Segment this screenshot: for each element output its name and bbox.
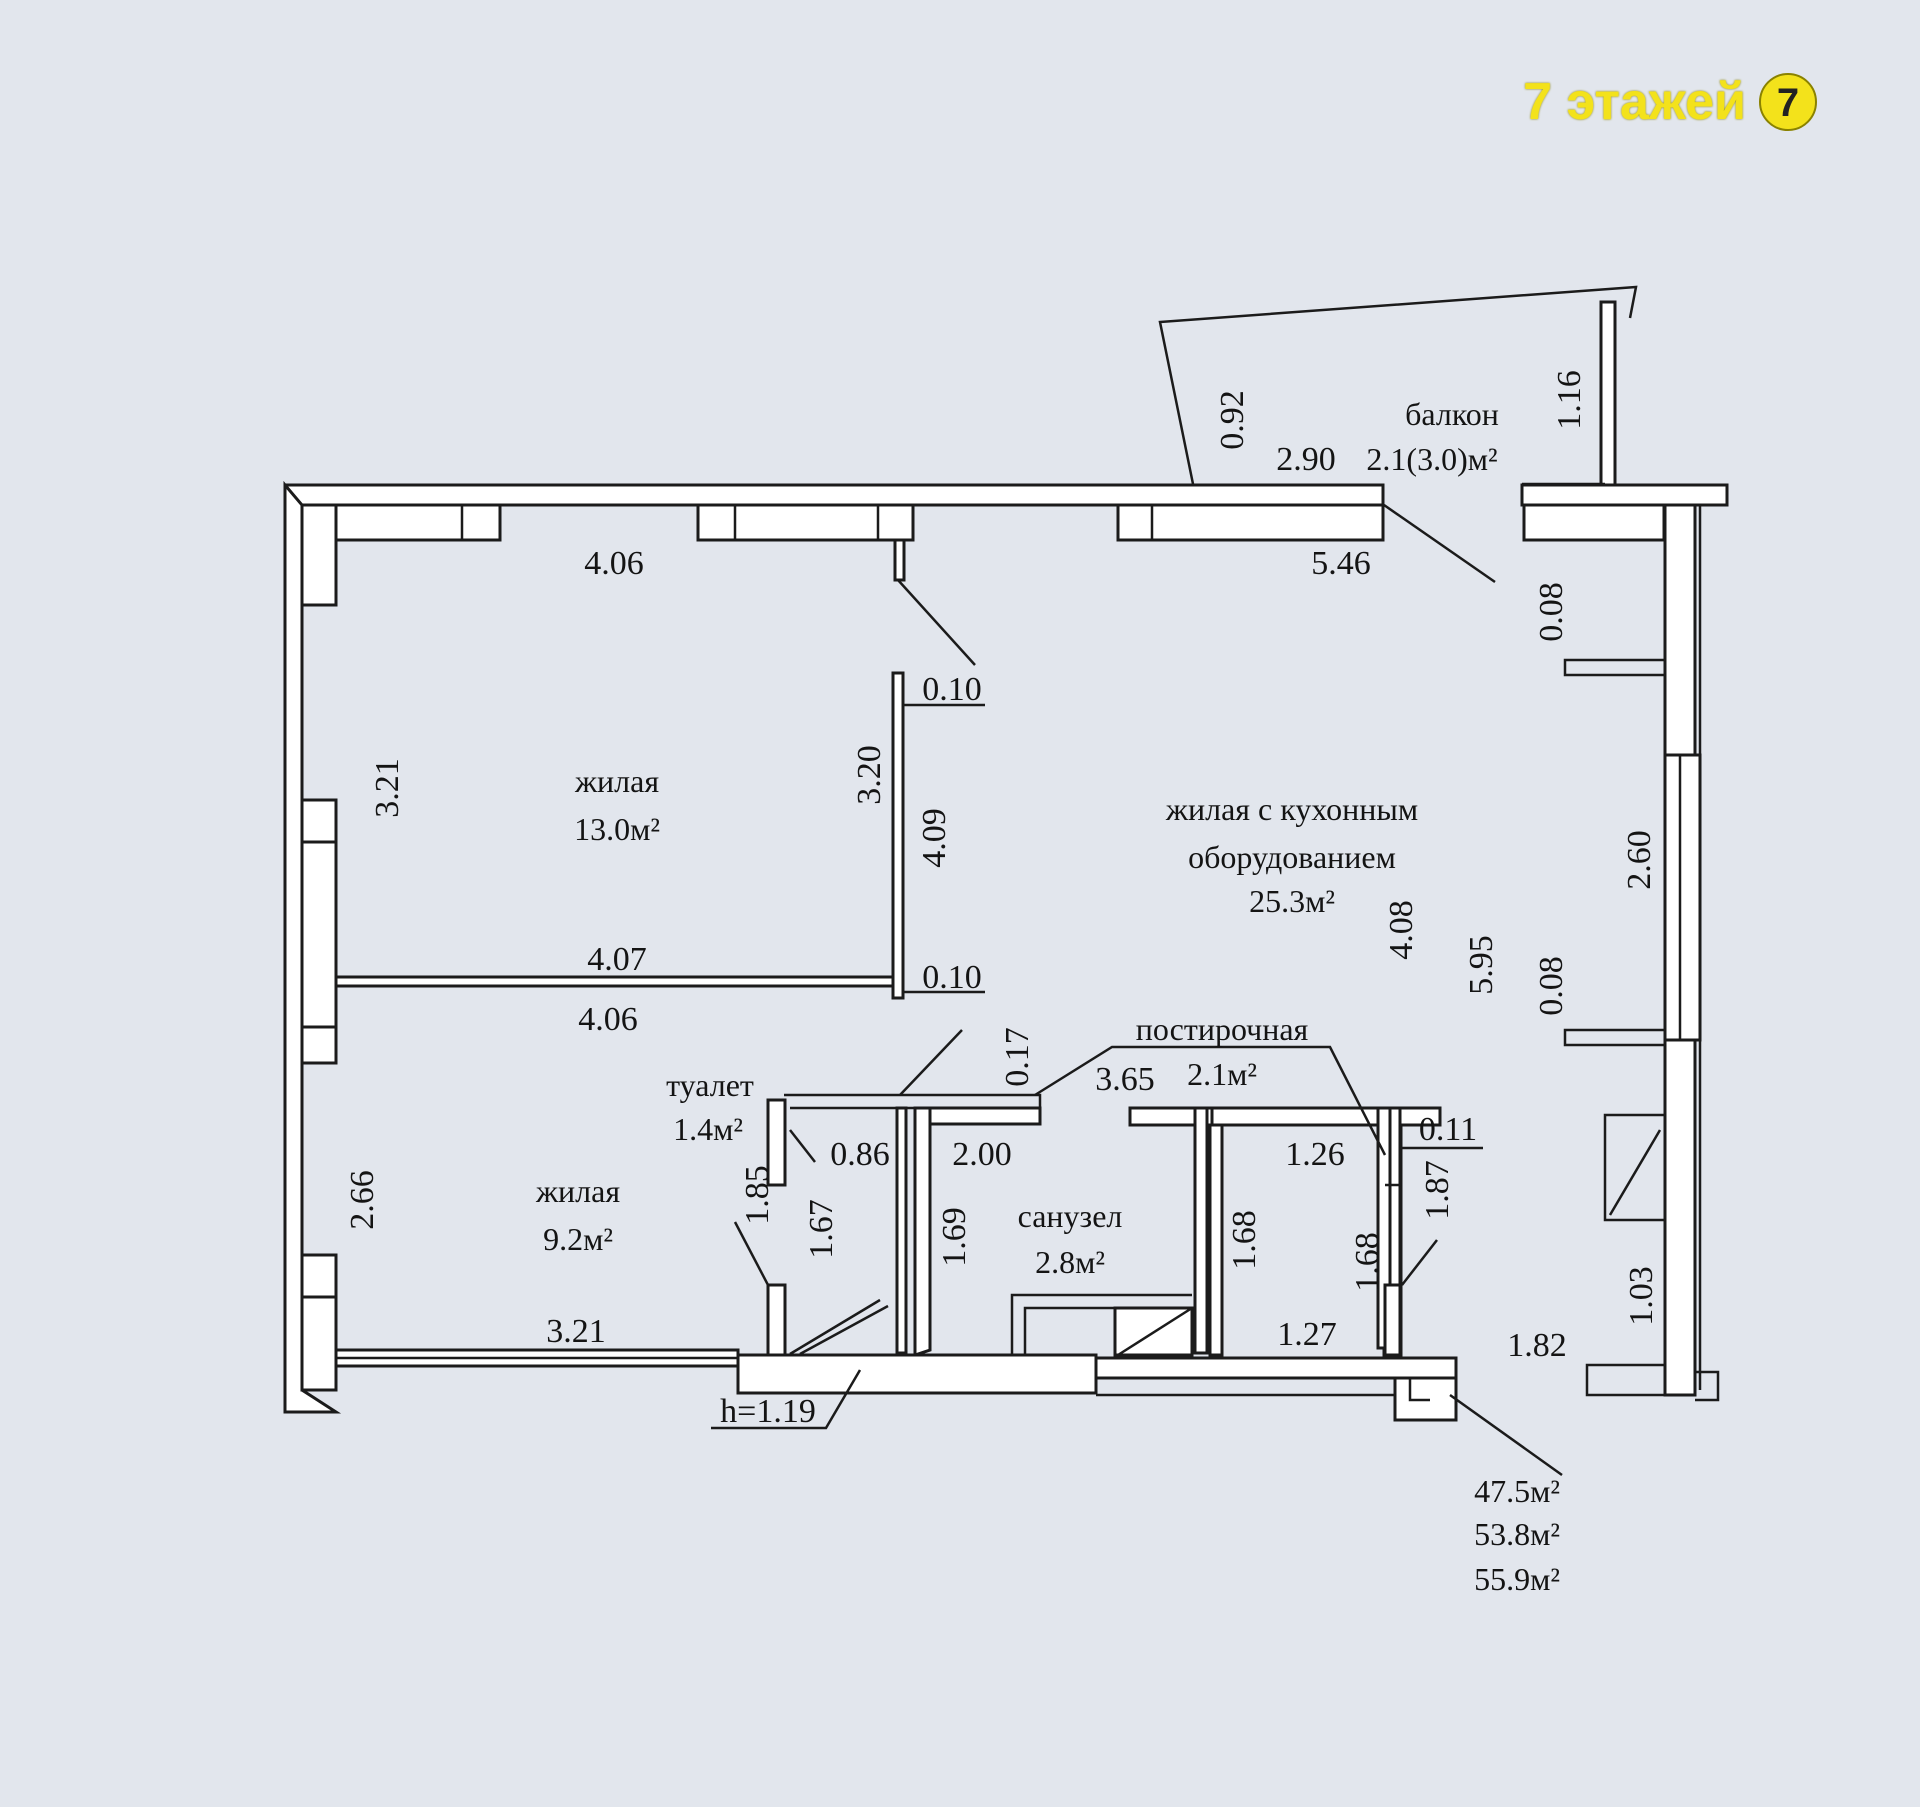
dim-laundry-168b: 1.68 [1349,1232,1386,1292]
dim-laundry-168a: 1.68 [1226,1210,1263,1270]
room-balcony-area: 2.1(3.0)м² [1366,441,1497,477]
room-toilet-area: 1.4м² [673,1111,743,1147]
dim-corridor-017: 0.17 [999,1027,1036,1087]
dim-niche-height: h=1.19 [720,1393,816,1430]
room-kitchen-area: 25.3м² [1249,883,1335,919]
right-wall [1563,503,1720,1402]
dim-right-008-top: 0.08 [1533,582,1570,642]
leader-lines [711,503,1563,1477]
total-area-3: 55.9м² [1474,1561,1560,1597]
dim-toilet-167: 1.67 [803,1199,840,1259]
dim-room1-depth: 3.20 [851,745,888,805]
dim-kitchen-depth: 4.08 [1383,900,1420,960]
dim-left-lower: 2.66 [344,1170,381,1230]
dim-wall-010-bottom: 0.10 [922,959,982,996]
room-kitchen-name-line2: оборудованием [1188,839,1396,875]
dim-bath-169: 1.69 [936,1207,973,1267]
left-wall [283,480,342,1414]
dim-left-upper: 3.21 [369,758,406,818]
total-area-2: 53.8м² [1474,1516,1560,1552]
dim-toilet-width: 0.86 [830,1136,890,1173]
area-totals: 47.5м² 53.8м² 55.9м² [1474,1473,1560,1597]
dim-wall-010-top: 0.10 [922,671,982,708]
dim-kitchen-total: 5.95 [1463,935,1500,995]
dim-partition-len: 4.09 [916,808,953,868]
room-living-2-area: 9.2м² [543,1221,613,1257]
dimension-labels-vertical: 0.92 1.16 3.21 2.66 3.20 4.09 4.08 5.95 … [344,370,1660,1326]
room-laundry-name: постирочная [1136,1011,1309,1047]
room-living-1-name: жилая [574,763,659,799]
room-balcony-name: балкон [1405,396,1499,432]
room-labels: жилая 13.0м² жилая 9.2м² жилая с кухонны… [535,396,1499,1280]
dim-laundry-011: 0.11 [1419,1111,1477,1148]
dim-laundry-126: 1.26 [1285,1136,1345,1173]
dim-right-window: 2.60 [1621,830,1658,890]
dim-bath-width: 2.00 [952,1136,1012,1173]
dim-mid-upper: 4.07 [587,941,647,978]
room-bathroom-name: санузел [1018,1198,1123,1234]
dim-right-bottom: 1.82 [1507,1327,1567,1364]
bottom-wall [334,1298,1458,1422]
room-living-1-area: 13.0м² [574,811,660,847]
room-toilet-name: туалет [666,1067,754,1103]
room-laundry-area: 2.1м² [1187,1056,1257,1092]
brand-watermark: 7 этажей 7 [1523,70,1820,134]
dim-mid-lower: 4.06 [578,1001,638,1038]
dim-top-right: 5.46 [1311,545,1371,582]
dim-bottom-left: 3.21 [546,1313,606,1350]
room-bathroom-area: 2.8м² [1035,1244,1105,1280]
top-wall [283,483,1729,542]
dim-balcony-width: 2.90 [1276,441,1336,478]
dim-toilet-185: 1.85 [739,1165,776,1225]
dim-balcony-depth-left: 0.92 [1214,390,1251,450]
brand-logo-icon: 7 [1759,73,1817,131]
dim-laundry-187: 1.87 [1419,1160,1456,1220]
interior-walls [334,538,1442,1365]
total-area-1: 47.5м² [1474,1473,1560,1509]
dim-balcony-depth-right: 1.16 [1551,370,1588,430]
brand-text: 7 этажей [1523,73,1746,131]
svg-text:7: 7 [1777,81,1799,125]
room-living-2-name: жилая [535,1173,620,1209]
dim-right-lower: 1.03 [1623,1266,1660,1326]
dimension-labels-horizontal: 4.06 5.46 2.90 0.10 0.10 4.07 4.06 3.21 … [546,441,1567,1430]
room-kitchen-name-line1: жилая с кухонным [1165,791,1418,827]
dim-laundry-127: 1.27 [1277,1316,1337,1353]
dim-corridor-365: 3.65 [1095,1061,1155,1098]
dim-top-left: 4.06 [584,545,644,582]
dim-right-008-bottom: 0.08 [1533,956,1570,1016]
